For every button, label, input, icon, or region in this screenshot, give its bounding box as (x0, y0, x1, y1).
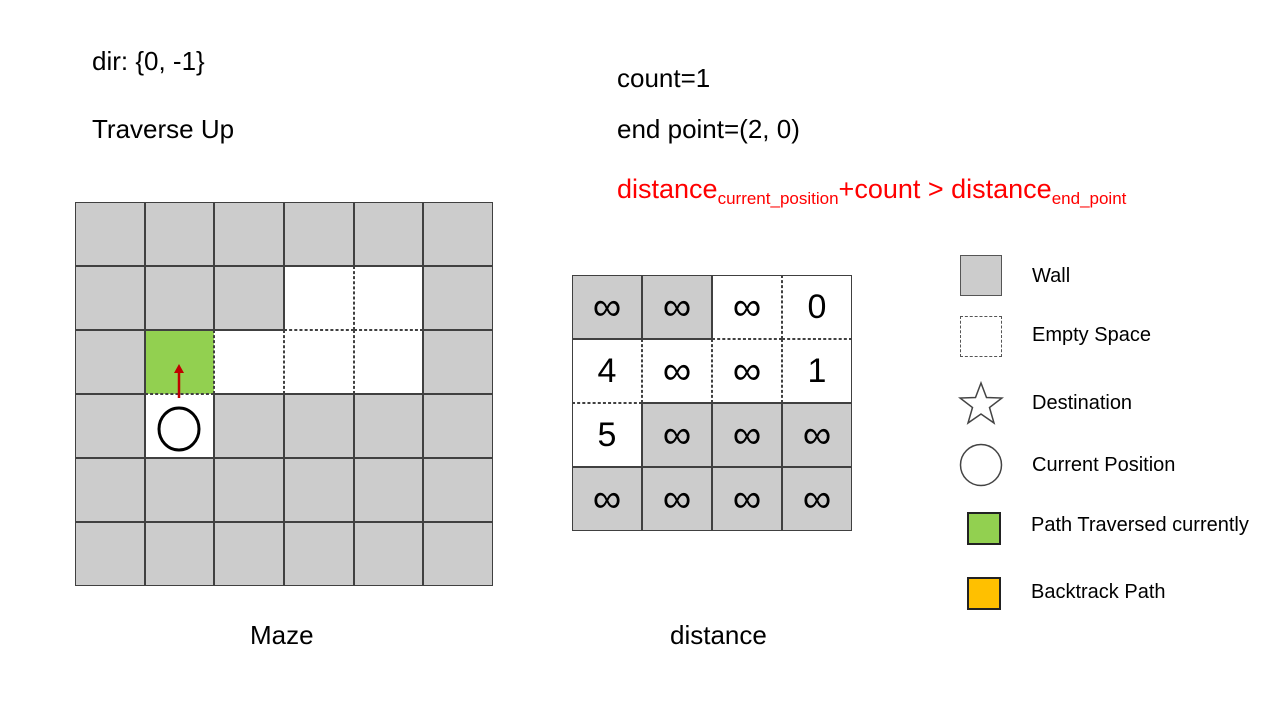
maze-cell-5-2 (214, 522, 284, 586)
maze-cell-5-3 (284, 522, 354, 586)
distance-cell-1-1: ∞ (642, 339, 712, 403)
formula-distance: distance (617, 174, 718, 204)
orange-swatch-icon (967, 577, 1001, 610)
maze-cell-5-5 (423, 522, 493, 586)
circle-icon (959, 443, 1003, 487)
distance-cell-2-0: 5 (572, 403, 642, 467)
distance-value: ∞ (662, 284, 692, 329)
maze-cell-4-2 (214, 458, 284, 522)
maze-cell-1-5 (423, 266, 493, 330)
distance-value: 4 (597, 351, 617, 390)
distance-title: distance (670, 620, 767, 650)
maze-cell-2-3 (284, 330, 354, 394)
distance-cell-0-1: ∞ (642, 275, 712, 339)
distance-value: ∞ (732, 476, 762, 521)
distance-cell-1-3: 1 (782, 339, 852, 403)
formula-sub-end: end_point (1051, 189, 1127, 208)
distance-cell-0-0: ∞ (572, 275, 642, 339)
distance-value: ∞ (662, 412, 692, 457)
maze-title: Maze (250, 620, 314, 650)
distance-grid: ∞ ∞ ∞ 0 4 ∞ ∞ 1 5 ∞ ∞ ∞ ∞ ∞ ∞ ∞ (572, 275, 852, 531)
distance-value: ∞ (802, 412, 832, 457)
distance-value: ∞ (592, 284, 622, 329)
maze-cell-4-0 (75, 458, 145, 522)
distance-cell-3-3: ∞ (782, 467, 852, 531)
distance-cell-3-1: ∞ (642, 467, 712, 531)
legend-label-destination: Destination (1032, 392, 1133, 414)
maze-cell-4-5 (423, 458, 493, 522)
distance-value: ∞ (662, 348, 692, 393)
green-swatch-icon (967, 512, 1001, 545)
maze-cell-3-1 (144, 394, 215, 458)
distance-cell-2-1: ∞ (642, 403, 712, 467)
legend-label-backtrack: Backtrack Path (1031, 581, 1166, 603)
maze-cell-4-3 (284, 458, 354, 522)
distance-cell-0-2: ∞ (712, 275, 782, 339)
end-point-label: end point=(2, 0) (617, 114, 800, 144)
maze-cell-2-2 (214, 330, 284, 394)
count-label: count=1 (617, 63, 711, 93)
legend-label-empty: Empty Space (1032, 324, 1151, 346)
maze-cell-2-5 (423, 330, 493, 394)
maze-cell-3-0 (75, 394, 145, 458)
maze-cell-5-4 (353, 522, 424, 586)
maze-cell-2-1 (144, 330, 215, 394)
formula-comparison: +count > distance (838, 174, 1052, 204)
legend-label-current: Current Position (1032, 454, 1176, 476)
maze-cell-3-2 (214, 394, 284, 458)
maze-cell-1-3 (284, 266, 354, 330)
distance-cell-0-3: 0 (782, 275, 852, 339)
legend-label-wall: Wall (1032, 265, 1071, 287)
maze-cell-5-1 (144, 522, 215, 586)
distance-value: ∞ (592, 476, 622, 521)
empty-swatch-icon (960, 316, 1002, 357)
maze-cell-0-2 (214, 202, 284, 266)
maze-cell-4-1 (144, 458, 215, 522)
maze-cell-1-1 (144, 266, 215, 330)
formula-sub-current: current_position (717, 189, 839, 208)
star-icon (958, 381, 1004, 425)
maze-cell-0-3 (284, 202, 354, 266)
distance-cell-1-0: 4 (572, 339, 642, 403)
maze-cell-1-4 (353, 266, 424, 330)
distance-value: ∞ (732, 284, 762, 329)
maze-grid (75, 202, 493, 586)
maze-cell-0-1 (144, 202, 215, 266)
maze-cell-0-4 (353, 202, 424, 266)
maze-cell-2-0 (75, 330, 145, 394)
distance-value: ∞ (802, 476, 832, 521)
maze-cell-0-0 (75, 202, 145, 266)
maze-cell-3-4 (353, 394, 424, 458)
distance-value: ∞ (732, 348, 762, 393)
distance-cell-1-2: ∞ (712, 339, 782, 403)
distance-cell-3-0: ∞ (572, 467, 642, 531)
distance-cell-3-2: ∞ (712, 467, 782, 531)
distance-value: 1 (807, 351, 827, 390)
distance-value: 0 (807, 287, 827, 326)
direction-label: dir: {0, -1} (92, 46, 205, 76)
maze-cell-3-5 (423, 394, 493, 458)
wall-swatch-icon (960, 255, 1002, 296)
maze-cell-2-4 (353, 330, 424, 394)
distance-cell-2-3: ∞ (782, 403, 852, 467)
maze-cell-0-5 (423, 202, 493, 266)
distance-value: ∞ (732, 412, 762, 457)
distance-value: 5 (597, 415, 617, 454)
maze-cell-5-0 (75, 522, 145, 586)
distance-cell-2-2: ∞ (712, 403, 782, 467)
distance-value: ∞ (662, 476, 692, 521)
maze-cell-4-4 (353, 458, 424, 522)
maze-cell-3-3 (284, 394, 354, 458)
formula: distancecurrent_position+count > distanc… (617, 174, 1126, 209)
maze-cell-1-0 (75, 266, 145, 330)
legend-label-traversed: Path Traversed currently (1031, 514, 1249, 536)
action-label: Traverse Up (92, 114, 235, 144)
maze-cell-1-2 (214, 266, 284, 330)
